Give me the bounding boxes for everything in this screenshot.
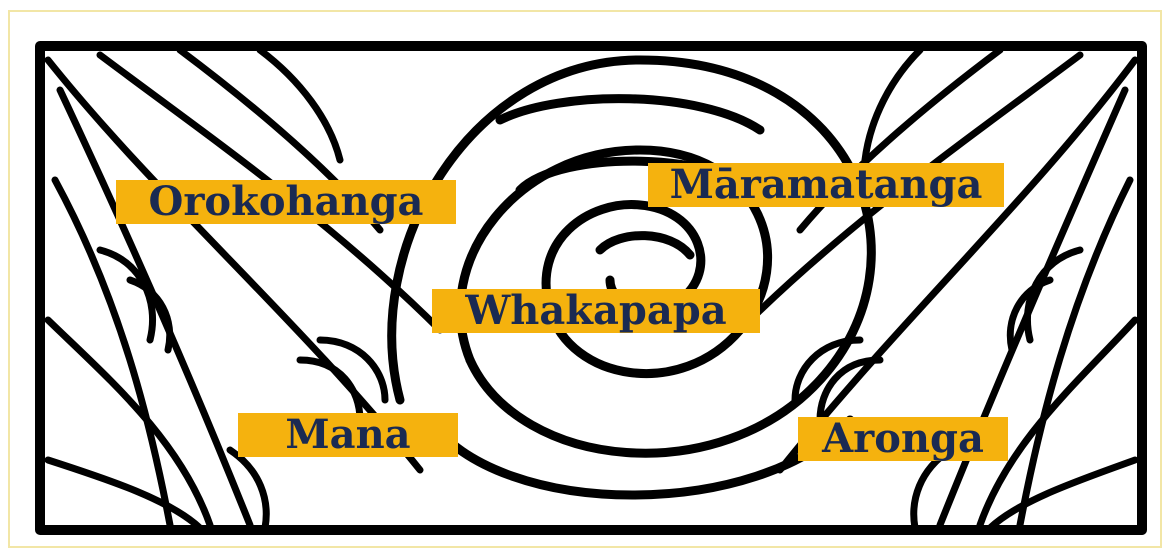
label-mana: Mana [238, 413, 458, 457]
label-maramatanga: Māramatanga [648, 163, 1004, 207]
label-aronga: Aronga [798, 417, 1008, 461]
label-orokohanga: Orokohanga [116, 180, 456, 224]
label-whakapapa: Whakapapa [432, 289, 760, 333]
